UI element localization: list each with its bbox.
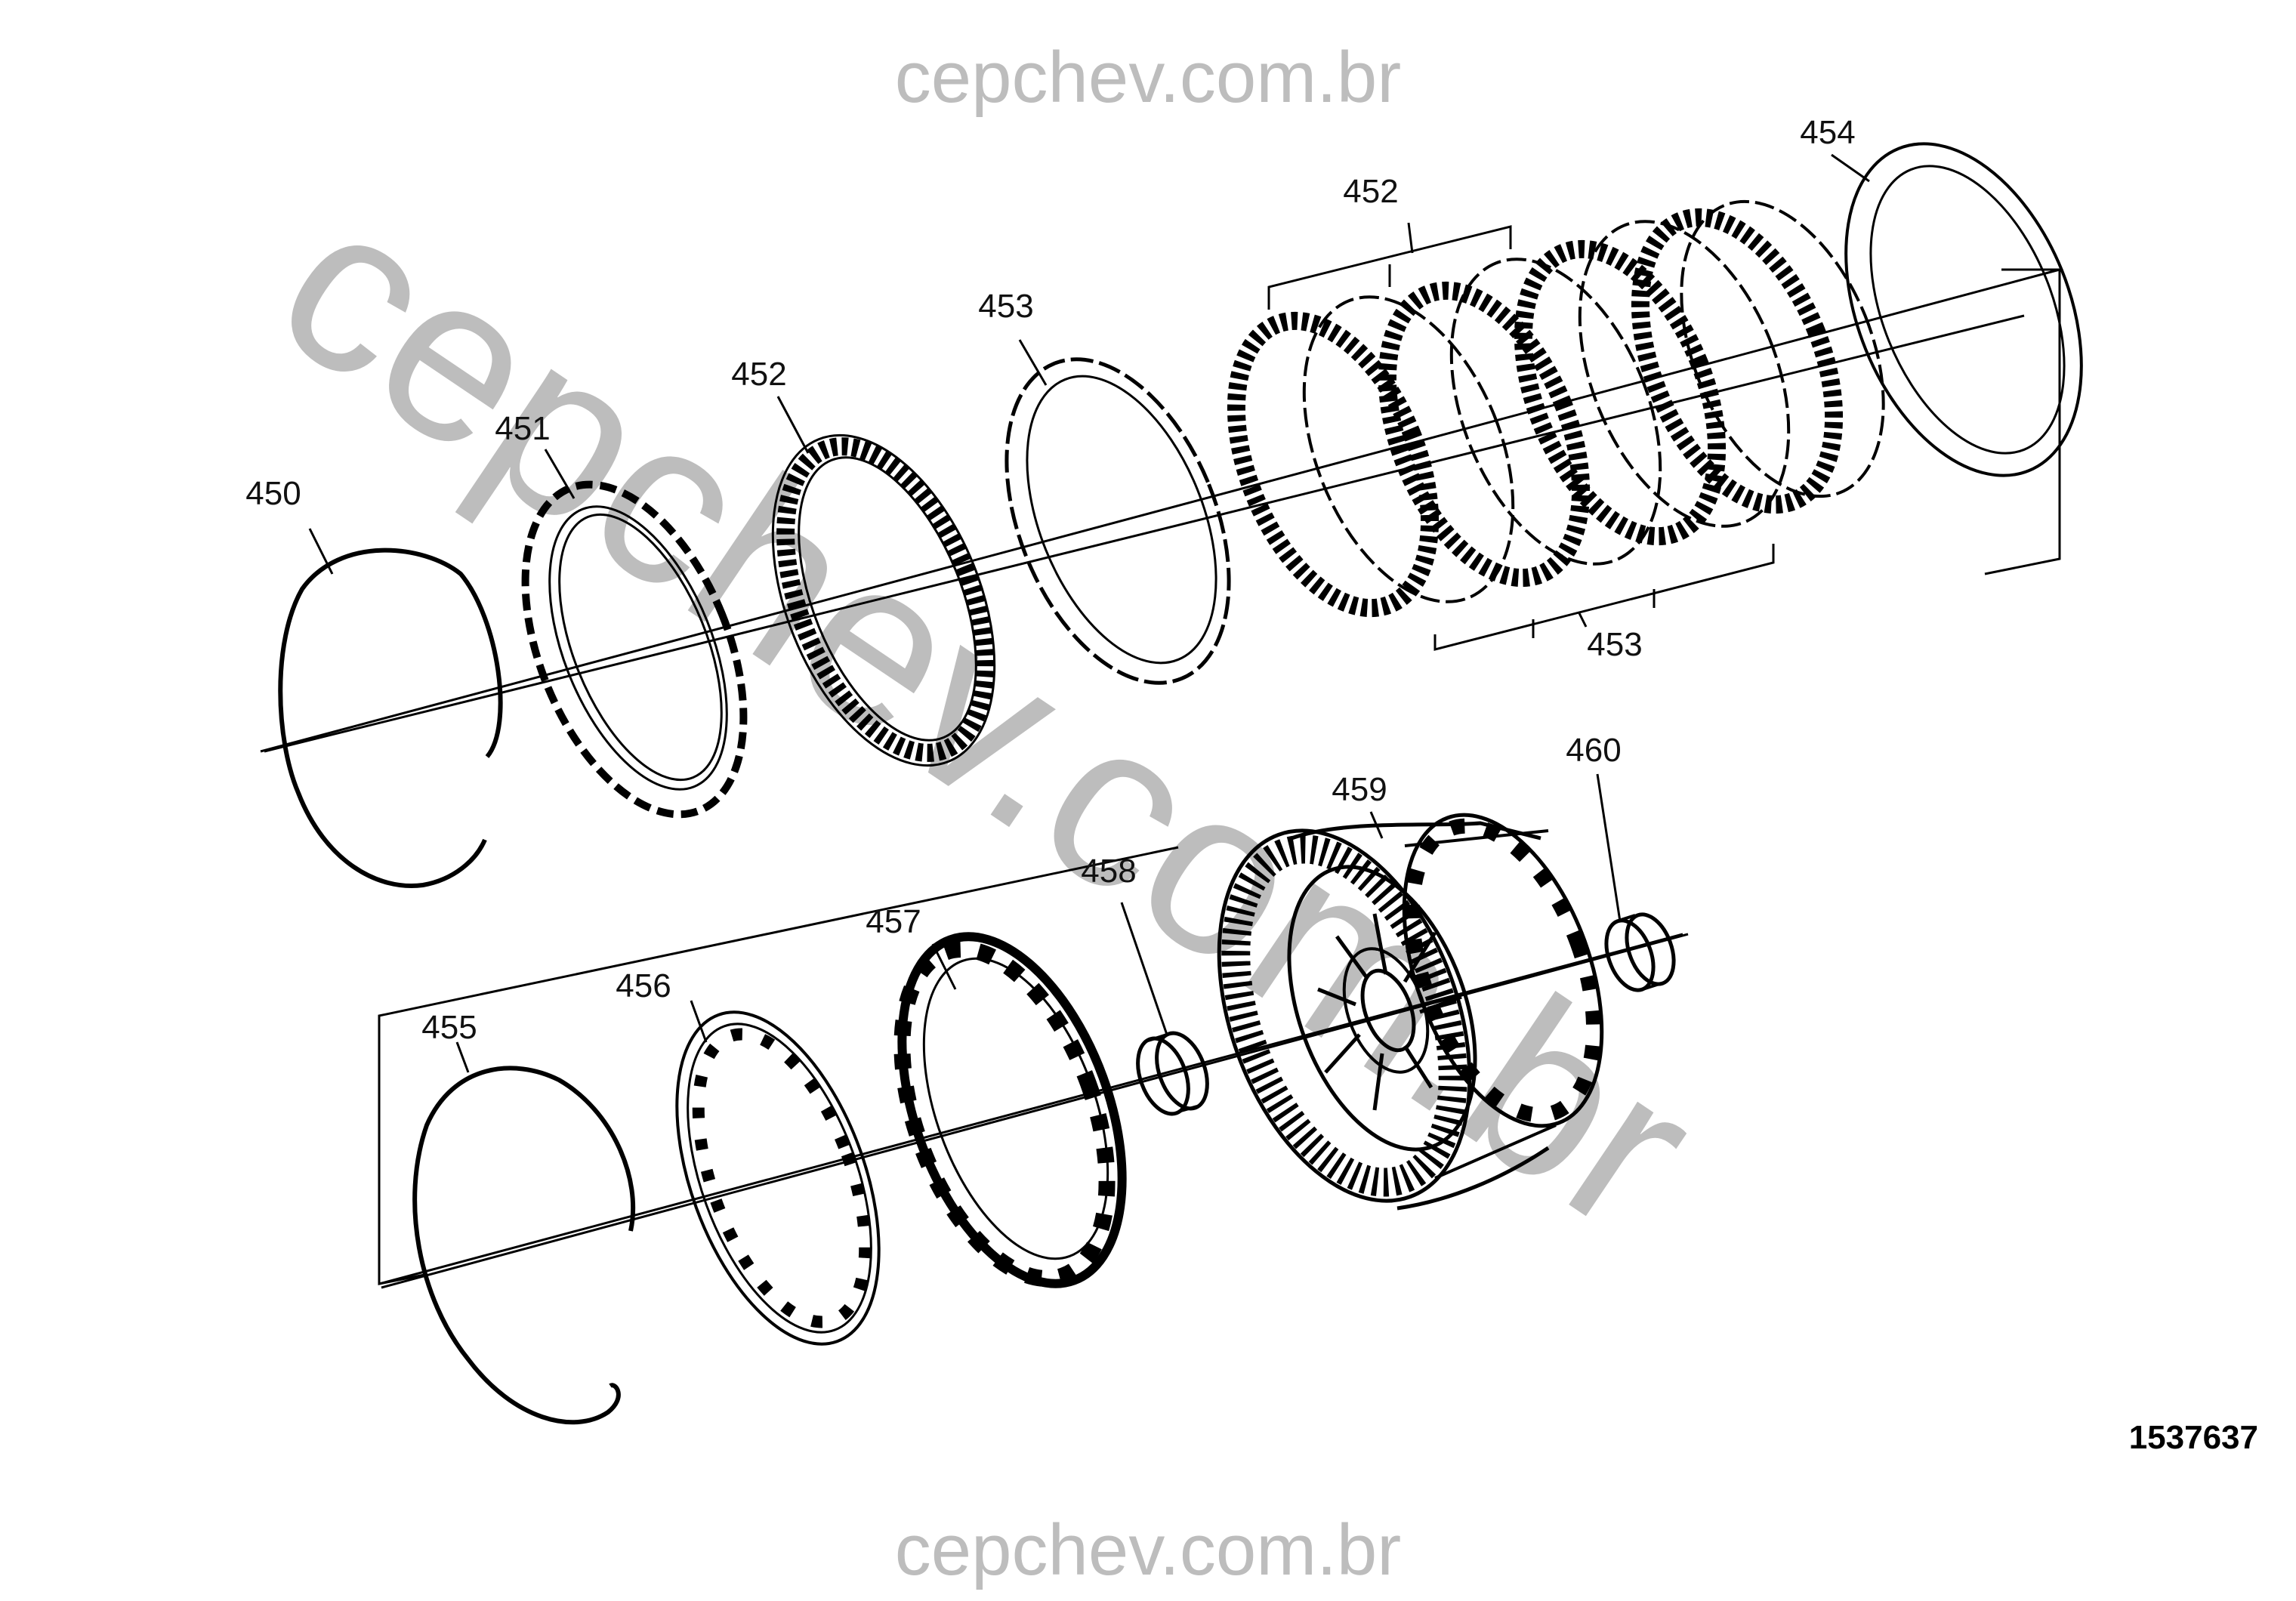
callout-460: 460 bbox=[1566, 732, 1621, 769]
watermark-bottom: cepchev.com.br bbox=[895, 1510, 1402, 1590]
callout-451: 451 bbox=[495, 410, 550, 447]
callout-450: 450 bbox=[245, 475, 301, 512]
part-452-friction-plate bbox=[771, 433, 996, 767]
leader-lines bbox=[308, 153, 1870, 1073]
watermark-top: cepchev.com.br bbox=[895, 37, 1402, 118]
callout-459: 459 bbox=[1332, 771, 1387, 808]
part-457-piston bbox=[893, 932, 1127, 1288]
part-453-steel-plate bbox=[1004, 357, 1231, 685]
callout-452-single: 452 bbox=[731, 356, 786, 393]
part-450-snap-ring bbox=[278, 548, 503, 888]
callout-452-stack: 452 bbox=[1343, 173, 1398, 210]
part-454-backing-plate bbox=[1844, 142, 2083, 477]
callout-456: 456 bbox=[616, 967, 671, 1004]
upper-group-frame bbox=[260, 268, 2061, 753]
part-459-clutch-housing bbox=[1217, 813, 1604, 1211]
callout-458: 458 bbox=[1081, 853, 1136, 890]
part-455-snap-ring bbox=[412, 1066, 636, 1425]
callout-labels: 450 451 452 453 452 453 454 455 456 457 … bbox=[245, 114, 1855, 1046]
part-456-spring-retainer bbox=[675, 1010, 881, 1346]
assembly-axis-lines bbox=[264, 314, 2025, 1289]
clutch-pack-stack bbox=[1227, 199, 1885, 618]
callout-454: 454 bbox=[1800, 114, 1855, 151]
figure-id: 1537637 bbox=[2129, 1419, 2258, 1456]
callout-455: 455 bbox=[421, 1009, 477, 1046]
part-458-seal bbox=[1136, 1031, 1209, 1116]
callout-453-single: 453 bbox=[978, 288, 1033, 325]
callout-457: 457 bbox=[866, 903, 921, 940]
callout-453-stack: 453 bbox=[1587, 626, 1642, 663]
